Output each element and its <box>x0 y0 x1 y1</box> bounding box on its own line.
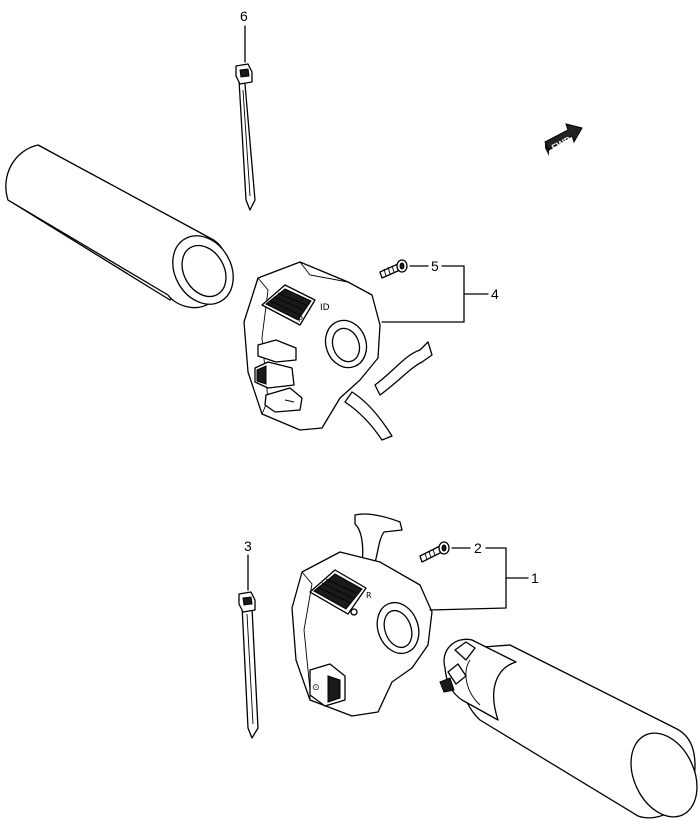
callout-5: 5 <box>431 258 439 274</box>
leader-lines-1-2 <box>429 547 529 611</box>
callout-6: 6 <box>240 8 248 24</box>
left-handlebar-switch: ID P <box>243 261 433 441</box>
fwd-direction-arrow: FWD <box>544 123 583 156</box>
cable-tie-upper <box>235 63 256 211</box>
svg-text:R: R <box>366 591 372 600</box>
svg-text:P: P <box>298 315 303 324</box>
callout-2: 2 <box>474 540 482 556</box>
callout-1: 1 <box>531 570 539 586</box>
screw-lower <box>419 541 450 563</box>
left-grip <box>5 144 234 309</box>
leader-lines-4-5 <box>381 265 489 323</box>
screw-upper <box>379 259 408 279</box>
callout-3: 3 <box>244 538 252 554</box>
right-throttle-grip <box>439 638 698 819</box>
cable-tie-lower <box>238 591 259 739</box>
right-handlebar-switch: R ⊙ <box>291 513 433 717</box>
svg-text:⊙: ⊙ <box>312 683 320 693</box>
callout-4: 4 <box>491 286 499 302</box>
svg-text:ID: ID <box>320 303 330 313</box>
